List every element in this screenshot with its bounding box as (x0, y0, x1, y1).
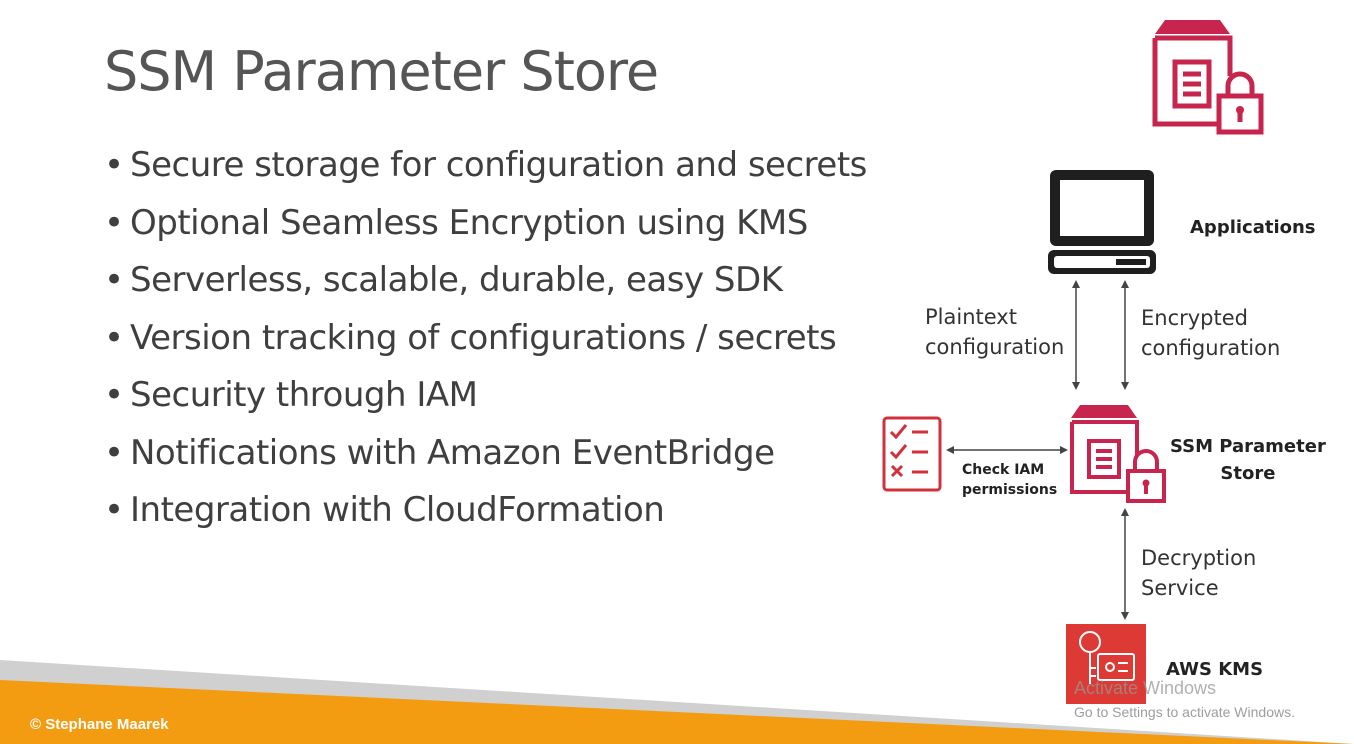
decryption-service-label: Decryption Service (1141, 546, 1257, 600)
ssm-parameter-store-label: SSM Parameter Store (1170, 436, 1326, 484)
activate-windows-subtitle: Go to Settings to activate Windows. (1074, 704, 1295, 720)
bullet-item: •Integration with CloudFormation (104, 490, 665, 530)
copyright-text: © Stephane Maarek (30, 716, 169, 733)
bullet-item: •Secure storage for configuration and se… (104, 145, 867, 185)
encrypted-label: Encrypted configuration (1141, 306, 1281, 360)
bullet-item: •Optional Seamless Encryption using KMS (104, 202, 808, 243)
checklist-icon (882, 416, 942, 492)
activate-windows-title: Activate Windows (1074, 678, 1217, 698)
computer-icon (1048, 170, 1156, 274)
bullet-list: •Secure storage for configuration and se… (104, 140, 867, 543)
ssm-parameter-store-icon (1070, 405, 1166, 503)
kms-key-icon (1066, 624, 1146, 704)
iam-permissions-label: Check IAM permissions (962, 462, 1058, 498)
bullet-item: •Version tracking of configurations / se… (104, 317, 837, 358)
footer-orange-band (0, 680, 1354, 744)
bullet-item: •Security through IAM (104, 375, 478, 415)
ssm-parameter-store-icon (1152, 20, 1264, 135)
applications-label: Applications (1190, 217, 1316, 238)
aws-kms-label: AWS KMS (1166, 659, 1264, 680)
plaintext-label: Plaintext configuration (925, 305, 1065, 359)
bullet-item: •Serverless, scalable, durable, easy SDK (104, 260, 783, 300)
bullet-item: •Notifications with Amazon EventBridge (104, 432, 775, 473)
slide-title: SSM Parameter Store (104, 40, 659, 103)
